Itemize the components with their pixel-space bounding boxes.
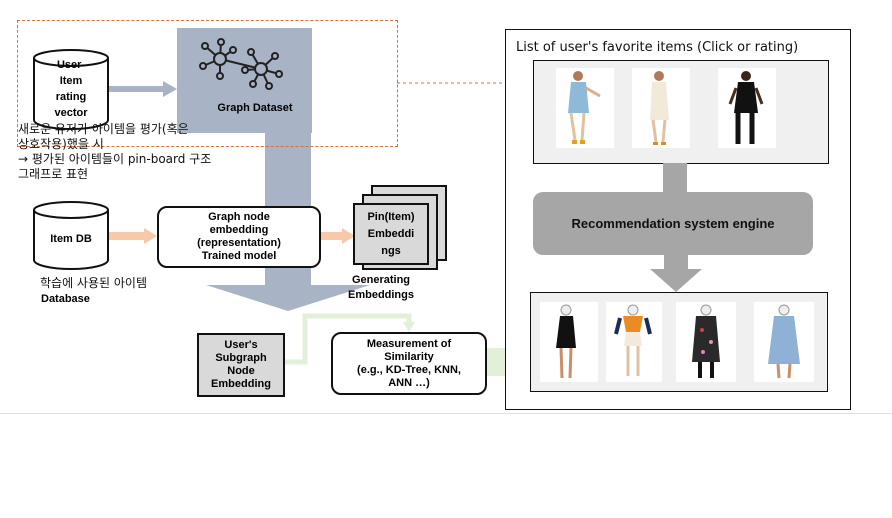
- engine-to-results-arrow: [650, 255, 702, 292]
- subgraph-to-similarity-connector: [282, 313, 412, 365]
- recommended-item-photo[interactable]: [754, 302, 814, 382]
- graph-network-icon: [199, 38, 283, 90]
- recommendation-engine: Recommendation system engine: [533, 192, 813, 255]
- favorite-item-photo[interactable]: [632, 68, 690, 148]
- graph-dataset-panel: [177, 28, 312, 133]
- item-db-caption: 학습에 사용된 아이템: [40, 276, 147, 290]
- generating-embeddings-label: Generating Embeddings: [347, 274, 414, 301]
- favorite-item-photo[interactable]: [556, 68, 614, 148]
- recommended-item-photo[interactable]: [676, 302, 736, 382]
- model-to-pins-arrow: [319, 228, 355, 244]
- new-user-highlight-box: [17, 20, 398, 147]
- pin-embedding-box: Pin(Item) Embeddi ngs: [353, 203, 429, 265]
- favorite-item-photo[interactable]: [718, 68, 776, 148]
- favorites-to-engine-arrow: [663, 163, 687, 195]
- itemdb-to-model-arrow: [108, 228, 157, 244]
- rating-vector-cylinder: [33, 49, 109, 130]
- page-divider: [0, 413, 892, 414]
- rating-vector-label: User-Item rating vector: [54, 59, 88, 119]
- embedding-model-box: Graph node embedding (representation) Tr…: [157, 206, 321, 268]
- item-db-caption-en: Database: [41, 293, 90, 305]
- similarity-box: Measurement of Similarity (e.g., KD-Tree…: [331, 332, 487, 395]
- item-db-label: Item DB: [50, 233, 92, 245]
- new-user-note: 새로운 유저가 아이템을 평가(혹은 상호작용)했을 시 → 평가된 아이템들이…: [18, 122, 212, 181]
- recommended-item-photo[interactable]: [540, 302, 598, 382]
- panel-title: List of user's favorite items (Click or …: [516, 40, 799, 55]
- graph-dataset-label: Graph Dataset: [217, 102, 293, 114]
- recommended-item-photo[interactable]: [606, 302, 662, 382]
- vector-to-dataset-arrow: [108, 81, 177, 97]
- subgraph-embedding-box: User's Subgraph Node Embedding: [197, 333, 285, 397]
- item-db-cylinder: [33, 201, 109, 270]
